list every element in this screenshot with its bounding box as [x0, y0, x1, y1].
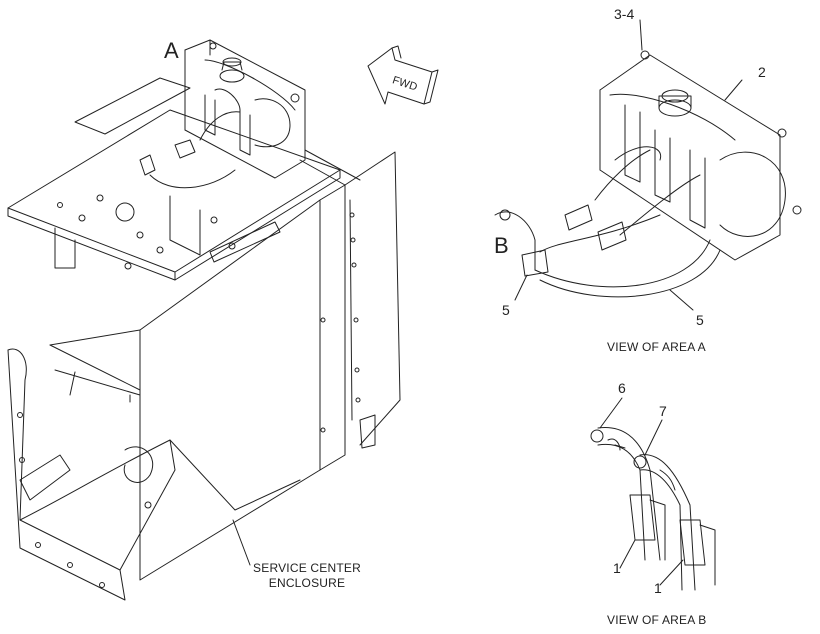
enclosure-label-line2: ENCLOSURE — [268, 576, 346, 590]
mounting-plate — [7, 77, 341, 281]
callout-5-right: 5 — [696, 312, 704, 328]
enclosure-label-line1: SERVICE CENTER — [253, 561, 361, 575]
callout-7-leader — [644, 419, 663, 456]
fwd-arrow — [367, 45, 439, 105]
area-b-label: B — [494, 233, 509, 258]
callout-3-4-leader — [639, 19, 643, 51]
lower-frame — [7, 348, 301, 601]
view-area-b-caption: VIEW OF AREA B — [607, 613, 707, 627]
callout-2-leader — [724, 79, 743, 101]
callout-2: 2 — [758, 64, 766, 80]
callout-3-4: 3-4 — [614, 6, 635, 22]
callout-1-left: 1 — [613, 560, 621, 576]
callout-5-right-leader — [669, 289, 694, 311]
callout-5-left-leader — [514, 274, 528, 301]
callout-1-right-leader — [659, 559, 684, 586]
callout-5-left: 5 — [502, 302, 510, 318]
tank-area-a — [139, 39, 306, 189]
area-a-label: A — [164, 38, 179, 63]
callout-1-left-leader — [619, 539, 636, 569]
callout-6: 6 — [618, 380, 626, 396]
callout-1-right: 1 — [654, 580, 662, 596]
view-area-a-drawing — [494, 50, 802, 298]
view-area-b-drawing — [590, 426, 716, 591]
callout-7: 7 — [659, 403, 667, 419]
view-area-a-caption: VIEW OF AREA A — [607, 340, 706, 354]
enclosure-leader-line — [232, 519, 251, 566]
callout-6-leader — [599, 397, 623, 429]
enclosure-body — [49, 149, 401, 581]
